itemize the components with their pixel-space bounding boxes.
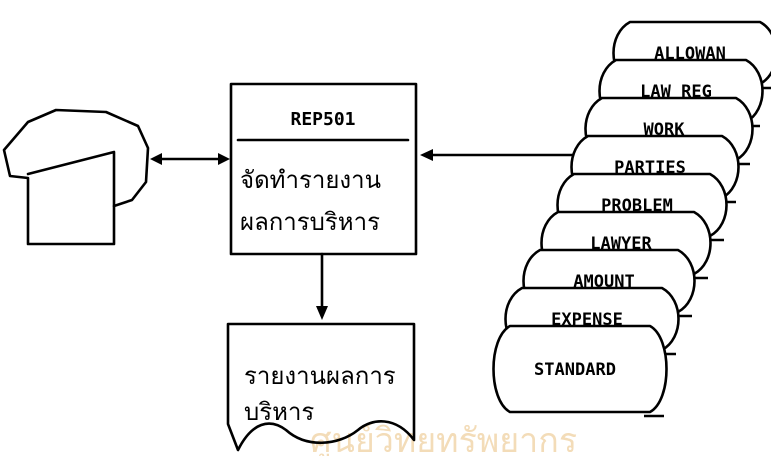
terminal-process-arrow: [150, 153, 230, 165]
data-file-stack: ALLOWANLAW_REGWORKPARTIESPROBLEMLAWYERAM…: [492, 20, 771, 418]
file-standard: STANDARD: [492, 324, 668, 418]
process-desc-line2: ผลการบริหาร: [240, 208, 380, 236]
report-line1: รายงานผลการ: [244, 362, 396, 390]
file-label: STANDARD: [534, 360, 616, 380]
process-desc-line1: จัดทำรายงาน: [240, 166, 381, 194]
watermark: ศูนย์วิทยทรัพยากร: [310, 421, 577, 456]
report-line2: บริหาร: [244, 398, 314, 426]
process-report-arrow: [316, 252, 328, 320]
files-process-arrow: [420, 149, 582, 161]
process-id: REP501: [290, 109, 355, 130]
terminal-icon: [2, 108, 150, 246]
process-box: REP501 จัดทำรายงาน ผลการบริหาร: [229, 82, 418, 256]
report-document: รายงานผลการ บริหาร: [226, 322, 416, 452]
file-shape: [492, 324, 668, 414]
